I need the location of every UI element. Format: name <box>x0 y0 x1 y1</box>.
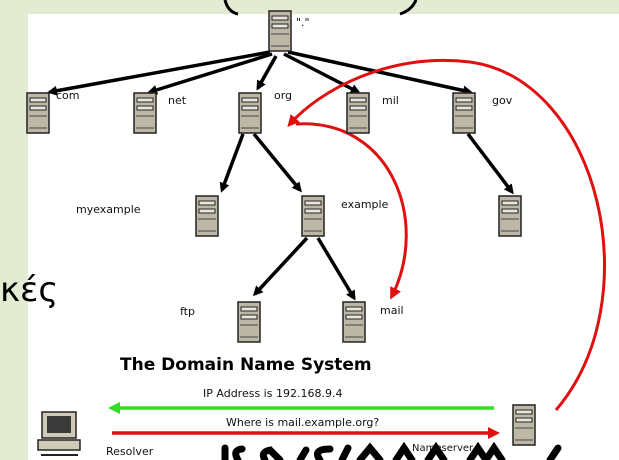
label-mail: mail <box>380 304 404 317</box>
tld-label-net: net <box>168 94 187 107</box>
mail-server-icon <box>342 301 366 343</box>
net-server-icon <box>133 92 157 134</box>
top-arc-fragment <box>223 0 418 16</box>
nameserver-icon <box>512 404 536 446</box>
resolver-computer-icon <box>37 411 81 456</box>
tld-label-gov: gov <box>492 94 513 107</box>
tld-label-mil: mil <box>382 94 399 107</box>
org-server-icon <box>238 92 262 134</box>
response-text: IP Address is 192.168.9.4 <box>203 387 343 400</box>
gov-child-server-icon <box>498 195 522 237</box>
tld-label-org: org <box>274 89 293 102</box>
root-server-icon <box>268 10 292 52</box>
diagram-title: The Domain Name System <box>120 355 372 375</box>
nameserver-label: Nameserver <box>412 443 474 454</box>
mil-server-icon <box>346 92 370 134</box>
com-server-icon <box>26 92 50 134</box>
example-server-icon <box>301 195 325 237</box>
myexample-server-icon <box>195 195 219 237</box>
resolver-label: Resolver <box>106 445 154 458</box>
gov-server-icon <box>452 92 476 134</box>
diagram-panel <box>28 14 619 460</box>
label-example: example <box>341 198 389 211</box>
label-myexample: myexample <box>76 203 141 216</box>
slide-text-fragment: κές <box>0 270 59 310</box>
ftp-server-icon <box>237 301 261 343</box>
hierarchy-arrows <box>47 50 514 301</box>
tld-label-com: com <box>56 89 80 102</box>
root-label: "." <box>296 16 310 29</box>
label-ftp: ftp <box>180 305 195 318</box>
resolution-arcs <box>287 58 607 411</box>
slide-title-fragment <box>221 441 562 460</box>
query-text: Where is mail.example.org? <box>226 416 380 429</box>
